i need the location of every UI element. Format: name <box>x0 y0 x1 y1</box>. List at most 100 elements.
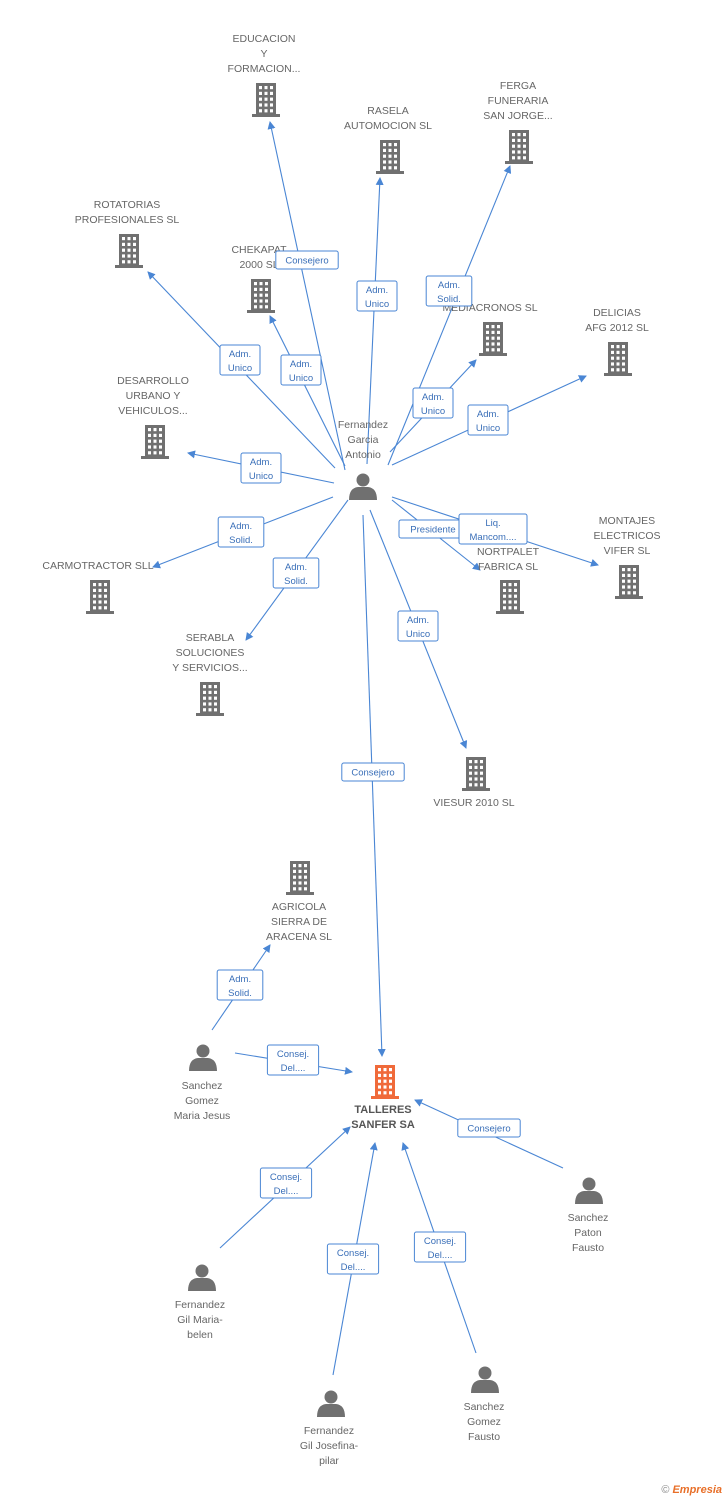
node-label-line[interactable]: PROFESIONALES SL <box>75 214 180 226</box>
building-icon[interactable] <box>615 565 643 599</box>
relation-label-text[interactable]: Adm. <box>477 409 499 420</box>
relation-label[interactable]: Consej. Del.... <box>259 1167 313 1199</box>
relation-label[interactable]: Adm. Unico <box>280 354 322 386</box>
relation-label-text[interactable]: Adm. <box>290 359 312 370</box>
node-label-line[interactable]: VIFER SL <box>604 545 651 557</box>
node-label-line[interactable]: Antonio <box>345 449 381 461</box>
relation-label-text[interactable]: Adm. <box>229 974 251 985</box>
node-label-line[interactable]: ARACENA SL <box>266 931 332 943</box>
relation-label-text[interactable]: Solid. <box>228 988 252 999</box>
relation-label-text[interactable]: Adm. <box>422 392 444 403</box>
node-label-line[interactable]: MONTAJES <box>599 515 655 527</box>
node-label-line[interactable]: DELICIAS <box>593 307 641 319</box>
relation-label[interactable]: Adm. Solid. <box>216 969 264 1001</box>
building-icon[interactable] <box>371 1065 399 1099</box>
node-label-line[interactable]: Gomez <box>185 1095 219 1107</box>
node-label-line[interactable]: AUTOMOCION SL <box>344 120 432 132</box>
relation-label-box[interactable] <box>412 387 454 419</box>
building-icon[interactable] <box>247 279 275 313</box>
node-label-line[interactable]: VIESUR 2010 SL <box>433 797 514 809</box>
relation-label[interactable]: Presidente <box>398 519 468 539</box>
node-label-line[interactable]: SOLUCIONES <box>176 647 245 659</box>
relation-label-text[interactable]: Consej. <box>424 1236 456 1247</box>
node-label-line[interactable]: Gil Josefina- <box>300 1440 359 1452</box>
relation-label[interactable]: Adm.Solid. <box>272 557 320 589</box>
relation-label-box[interactable] <box>413 1231 467 1263</box>
person-icon[interactable] <box>189 1044 217 1072</box>
relation-label-text[interactable]: Consejero <box>351 768 394 779</box>
node-label-line[interactable]: Paton <box>574 1227 602 1239</box>
building-icon[interactable] <box>479 322 507 356</box>
relation-label-text[interactable]: Del.... <box>274 1186 299 1197</box>
relation-label-text[interactable]: Presidente <box>410 525 455 536</box>
node-label-line[interactable]: EDUCACION <box>232 33 295 45</box>
node-viesur[interactable]: VIESUR 2010 SL <box>433 757 515 809</box>
node-label-line[interactable]: SAN JORGE... <box>483 110 552 122</box>
node-label-line[interactable]: Gomez <box>467 1416 501 1428</box>
relation-label[interactable]: Consej.Del.... <box>266 1044 320 1076</box>
relation-label-text[interactable]: Adm. <box>438 280 460 291</box>
relation-label-box[interactable] <box>341 762 405 782</box>
building-icon[interactable] <box>115 234 143 268</box>
node-label-line[interactable]: Fernandez <box>175 1299 225 1311</box>
relation-label-text[interactable]: Consej. <box>337 1248 369 1259</box>
relation-label-text[interactable]: Mancom.... <box>470 532 517 543</box>
relation-label-text[interactable]: Unico <box>476 423 500 434</box>
relation-label[interactable]: Consejero <box>457 1118 521 1138</box>
relation-label-text[interactable]: Adm. <box>407 615 429 626</box>
relation-label-box[interactable] <box>458 513 528 545</box>
relation-label-text[interactable]: Consej. <box>270 1172 302 1183</box>
node-carmotractor[interactable]: CARMOTRACTOR SLL <box>42 560 154 614</box>
relation-label-box[interactable] <box>397 610 439 642</box>
node-label-line[interactable]: DESARROLLO <box>117 375 189 387</box>
node-label-line[interactable]: 2000 SL <box>239 259 278 271</box>
building-icon[interactable] <box>141 425 169 459</box>
node-label-line[interactable]: Fernandez <box>338 419 388 431</box>
relation-label-box[interactable] <box>217 516 265 548</box>
building-icon[interactable] <box>462 757 490 791</box>
footer-brand[interactable]: ©Empresia <box>661 1484 722 1496</box>
node-label-line[interactable]: AGRICOLA <box>272 901 326 913</box>
relation-label[interactable]: Liq.Mancom.... <box>458 513 528 545</box>
node-label-line[interactable]: CARMOTRACTOR SLL <box>42 560 153 572</box>
node-label-line[interactable]: FORMACION... <box>228 63 301 75</box>
relation-label[interactable]: Adm.Solid. <box>217 516 265 548</box>
node-label-line[interactable]: Fernandez <box>304 1425 354 1437</box>
relation-label-text[interactable]: Solid. <box>229 535 253 546</box>
node-label-line[interactable]: Garcia <box>348 434 379 446</box>
person-icon[interactable] <box>188 1264 216 1292</box>
relation-label-text[interactable]: Unico <box>421 406 445 417</box>
relation-label-box[interactable] <box>216 969 264 1001</box>
relation-label[interactable]: Adm. Unico <box>397 610 439 642</box>
building-icon[interactable] <box>196 682 224 716</box>
node-label-line[interactable]: Fausto <box>572 1242 604 1254</box>
node-label-line[interactable]: RASELA <box>367 105 408 117</box>
relation-label-text[interactable]: Consej. <box>277 1049 309 1060</box>
person-icon[interactable] <box>349 473 377 501</box>
relation-label-box[interactable] <box>219 344 261 376</box>
building-icon[interactable] <box>286 861 314 895</box>
relation-label-text[interactable]: Adm. <box>285 562 307 573</box>
relation-label[interactable]: Consejero <box>275 250 339 270</box>
relation-label-box[interactable] <box>326 1243 380 1275</box>
node-label-line[interactable]: Sanchez <box>182 1080 223 1092</box>
node-label-line[interactable]: SANFER SA <box>351 1119 415 1131</box>
relation-label-box[interactable] <box>275 250 339 270</box>
node-mediacronos[interactable]: MEDIACRONOS SL <box>442 302 538 356</box>
relation-label-text[interactable]: Unico <box>289 373 313 384</box>
node-label-line[interactable]: CHEKAPAT <box>231 244 287 256</box>
relation-label-text[interactable]: Adm. <box>229 349 251 360</box>
node-label-line[interactable]: VEHICULOS... <box>118 405 187 417</box>
relation-label-box[interactable] <box>457 1118 521 1138</box>
relation-label-text[interactable]: Unico <box>406 629 430 640</box>
